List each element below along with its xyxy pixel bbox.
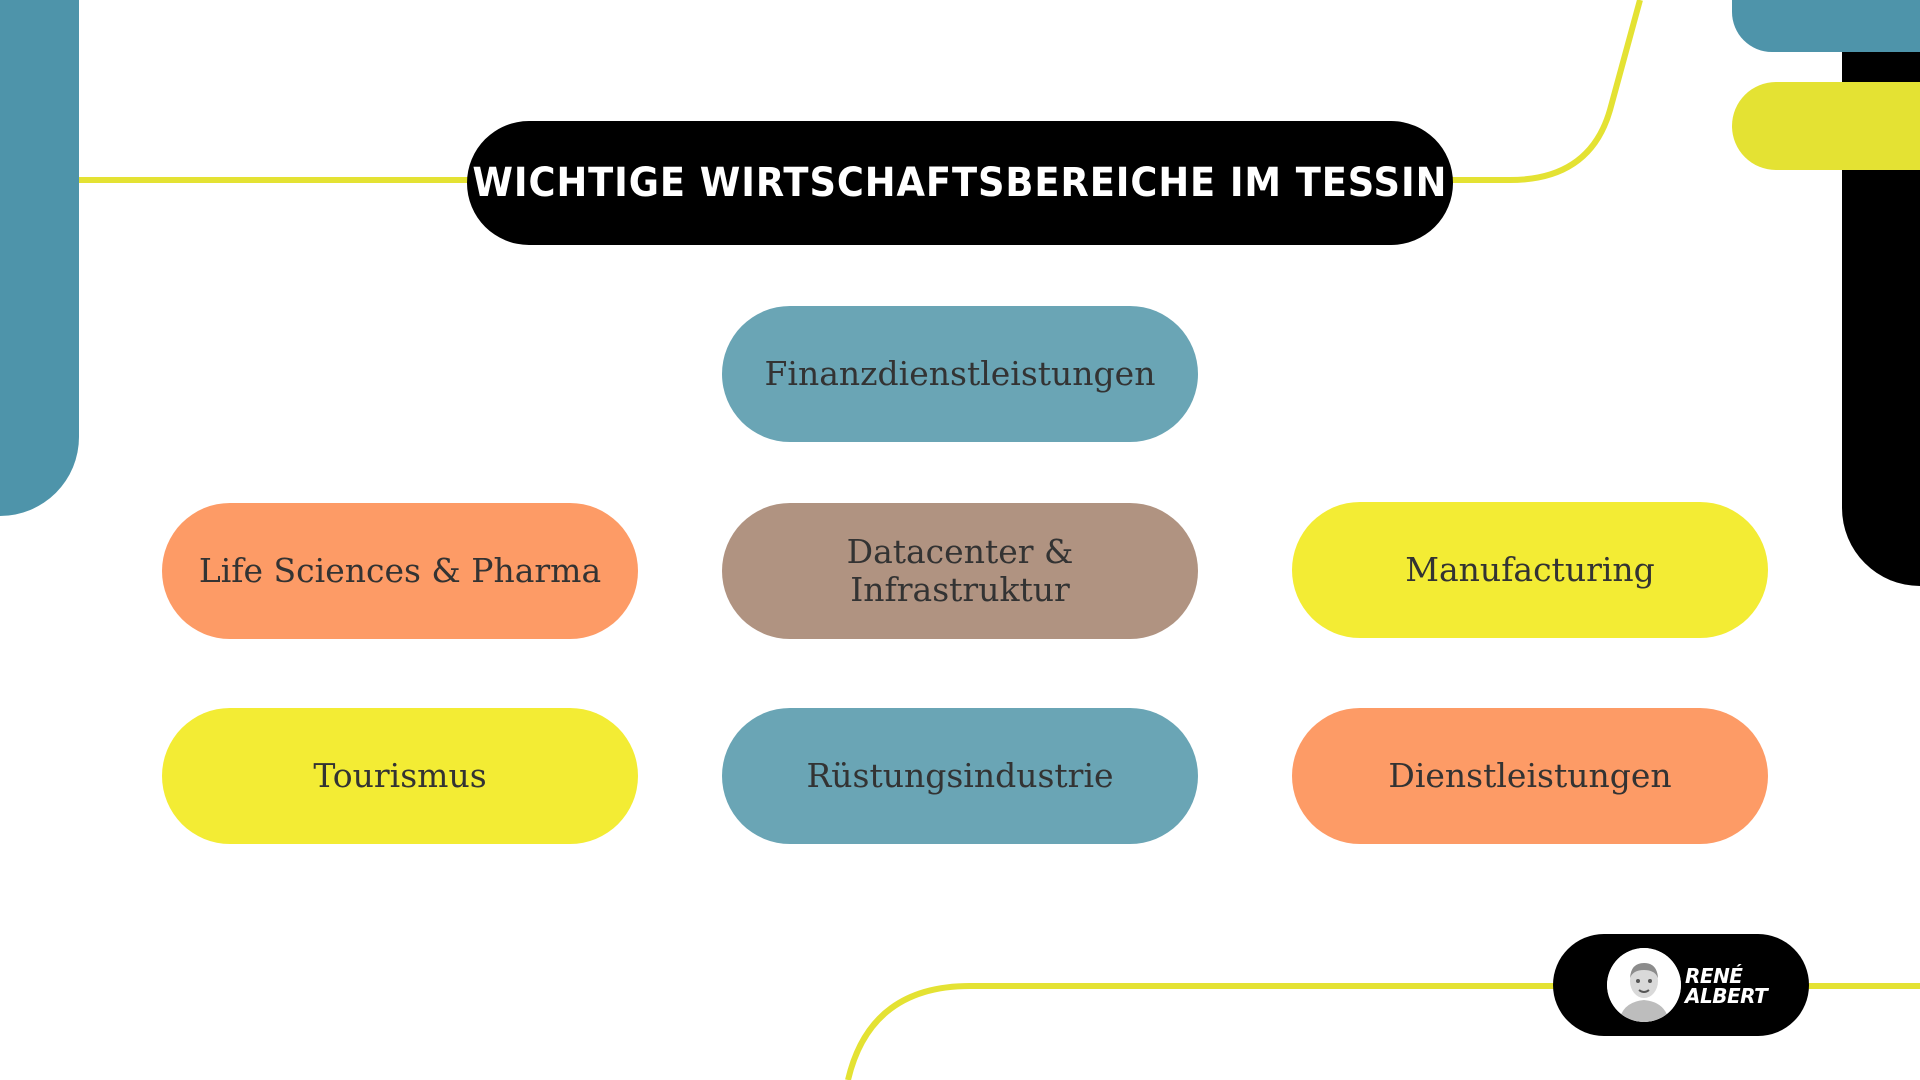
category-label: Datacenter & Infrastruktur <box>750 533 1170 609</box>
category-label: Finanzdienstleistungen <box>765 355 1156 393</box>
title-banner: WICHTIGE WIRTSCHAFTSBEREICHE IM TESSIN <box>467 121 1453 245</box>
category-pill-services: Dienstleistungen <box>1292 708 1768 844</box>
category-pill-defense: Rüstungsindustrie <box>722 708 1198 844</box>
category-pill-manufacturing: Manufacturing <box>1292 502 1768 638</box>
right-teal-tab <box>1732 0 1920 52</box>
category-label: Manufacturing <box>1405 551 1655 589</box>
brand-badge: RENÉ ALBERT <box>1553 934 1809 1036</box>
category-label: Dienstleistungen <box>1388 757 1671 795</box>
brand-name: RENÉ ALBERT <box>1685 966 1767 1006</box>
brand-name-line1: RENÉ <box>1685 966 1767 986</box>
category-label: Life Sciences & Pharma <box>199 552 601 590</box>
category-pill-datacenter: Datacenter & Infrastruktur <box>722 503 1198 639</box>
category-pill-tourism: Tourismus <box>162 708 638 844</box>
category-pill-life-sciences: Life Sciences & Pharma <box>162 503 638 639</box>
portrait-photo-icon <box>1607 948 1681 1022</box>
left-teal-bar <box>0 0 79 516</box>
category-pill-finance: Finanzdienstleistungen <box>722 306 1198 442</box>
right-yellow-tab <box>1732 82 1920 170</box>
category-label: Rüstungsindustrie <box>806 757 1113 795</box>
page-title: WICHTIGE WIRTSCHAFTSBEREICHE IM TESSIN <box>473 160 1448 206</box>
category-label: Tourismus <box>313 757 486 795</box>
brand-name-line2: ALBERT <box>1685 986 1767 1006</box>
